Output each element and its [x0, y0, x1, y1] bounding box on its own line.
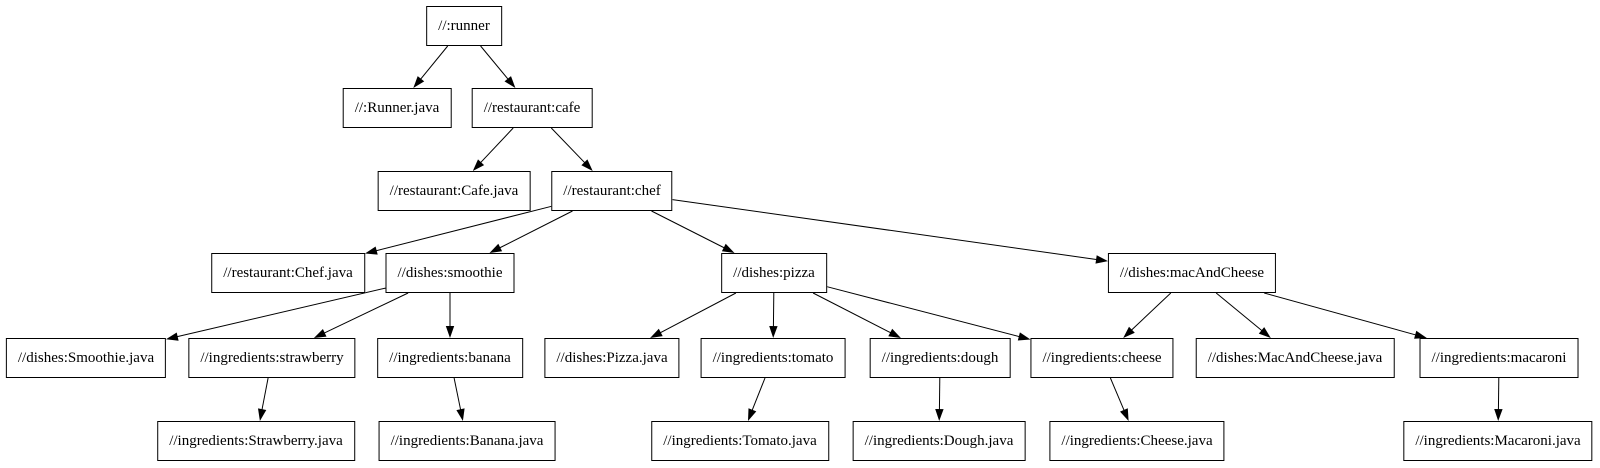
graph-node-pizza-java: //dishes:Pizza.java [544, 338, 680, 378]
graph-node-smoothie: //dishes:smoothie [385, 253, 515, 293]
graph-edge-pizza-to-dough [812, 292, 893, 334]
graph-node-cheese-java: //ingredients:Cheese.java [1049, 421, 1225, 461]
graph-arrowhead-icon [935, 409, 944, 421]
graph-arrowhead-icon [313, 329, 327, 338]
graph-node-strawberry: //ingredients:strawberry [188, 338, 356, 378]
graph-edge-mac-and-cheese-to-macaroni [1264, 292, 1418, 336]
graph-edge-cafe-to-cafe-java [479, 127, 514, 165]
graph-arrowhead-icon [748, 408, 757, 421]
graph-node-banana: //ingredients:banana [377, 338, 523, 378]
graph-edge-tomato-to-tomato-java [751, 377, 766, 412]
graph-arrowhead-icon [456, 408, 465, 421]
graph-arrowhead-icon [413, 76, 425, 88]
graph-arrowhead-icon [769, 326, 778, 338]
graph-arrowhead-icon [1494, 409, 1503, 421]
graph-edge-pizza-to-cheese [826, 286, 1021, 338]
graph-edge-strawberry-to-strawberry-java [261, 377, 269, 412]
graph-node-dough: //ingredients:dough [869, 338, 1011, 378]
graph-node-cheese: //ingredients:cheese [1030, 338, 1174, 378]
graph-node-macaroni-java: //ingredients:Macaroni.java [1403, 421, 1593, 461]
graph-node-pizza: //dishes:pizza [721, 253, 827, 293]
graph-arrowhead-icon [365, 246, 378, 255]
graph-arrowhead-icon [489, 243, 503, 253]
graph-edge-runner-to-runner-java [419, 45, 449, 81]
graph-arrowhead-icon [721, 243, 735, 253]
graph-edge-chef-to-chef-java [374, 205, 552, 252]
graph-arrowhead-icon [650, 328, 663, 338]
graph-arrowhead-icon [1120, 408, 1129, 421]
graph-node-mac-and-cheese-java: //dishes:MacAndCheese.java [1195, 338, 1395, 378]
graph-node-tomato: //ingredients:tomato [700, 338, 846, 378]
graph-edge-chef-to-pizza [651, 210, 726, 249]
graph-node-runner-java: //:Runner.java [342, 88, 452, 128]
graph-edge-smoothie-to-smoothie-java [175, 287, 386, 338]
graph-edge-mac-and-cheese-to-mac-and-cheese-java [1215, 292, 1264, 332]
graph-node-macaroni: //ingredients:macaroni [1419, 338, 1579, 378]
graph-edge-mac-and-cheese-to-cheese [1130, 292, 1172, 332]
graph-arrowhead-icon [1123, 326, 1135, 338]
graph-arrowhead-icon [472, 159, 485, 171]
graph-edge-chef-to-mac-and-cheese [672, 199, 1099, 261]
graph-arrowhead-icon [445, 326, 455, 338]
graph-edge-cafe-to-chef [550, 127, 587, 165]
graph-node-mac-and-cheese: //dishes:macAndCheese [1107, 253, 1277, 293]
graph-node-cafe: //restaurant:cafe [471, 88, 593, 128]
graph-edge-cheese-to-cheese-java [1109, 377, 1126, 412]
graph-node-chef: //restaurant:chef [551, 171, 673, 211]
graph-edge-pizza-to-pizza-java [658, 292, 737, 334]
graph-edge-runner-to-cafe [480, 45, 510, 81]
graph-node-banana-java: //ingredients:Banana.java [378, 421, 556, 461]
graph-arrowhead-icon [888, 328, 901, 338]
graph-node-strawberry-java: //ingredients:Strawberry.java [157, 421, 355, 461]
graph-arrowhead-icon [581, 159, 593, 171]
graph-arrowhead-icon [1095, 255, 1108, 264]
graph-arrowhead-icon [258, 408, 267, 421]
graph-node-runner: //:runner [426, 6, 502, 46]
graph-node-tomato-java: //ingredients:Tomato.java [651, 421, 829, 461]
graph-arrowhead-icon [504, 76, 516, 88]
graph-arrowhead-icon [1258, 327, 1271, 338]
graph-arrowhead-icon [166, 332, 179, 341]
graph-edge-chef-to-smoothie [498, 210, 573, 249]
graph-node-dough-java: //ingredients:Dough.java [852, 421, 1026, 461]
graph-arrowhead-icon [1017, 332, 1031, 341]
graph-edge-banana-to-banana-java [453, 377, 462, 412]
graph-node-smoothie-java: //dishes:Smoothie.java [5, 338, 167, 378]
graph-node-chef-java: //restaurant:Chef.java [211, 253, 365, 293]
graph-node-cafe-java: //restaurant:Cafe.java [377, 171, 531, 211]
graph-edge-smoothie-to-strawberry [322, 292, 409, 335]
